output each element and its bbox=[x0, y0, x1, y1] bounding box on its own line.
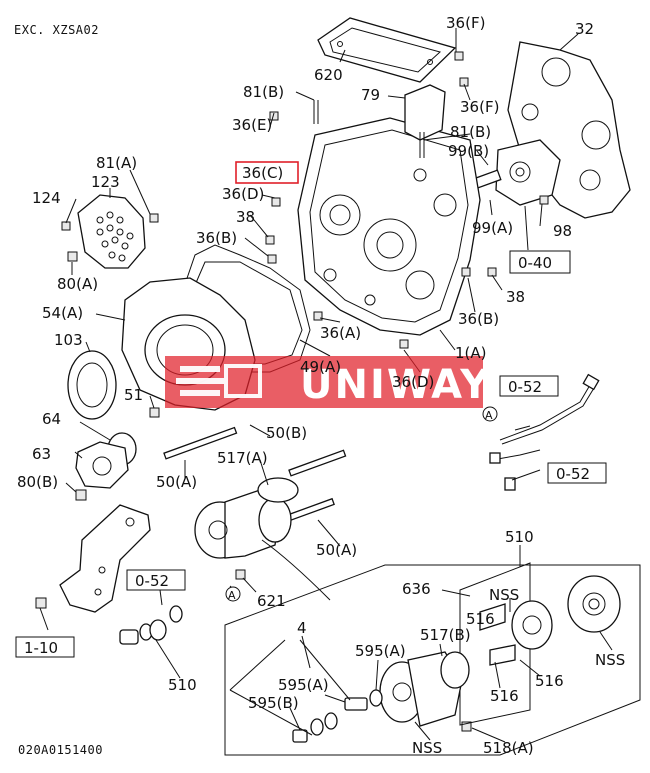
label-63: 63 bbox=[32, 445, 51, 463]
leader-lines bbox=[39, 28, 613, 743]
label-36f-mid: 36(F) bbox=[460, 98, 499, 116]
label-32: 32 bbox=[575, 20, 594, 38]
bolts-drawing bbox=[35, 51, 549, 732]
svg-text:A: A bbox=[485, 409, 493, 422]
label-36e: 36(E) bbox=[232, 116, 272, 134]
label-516-c: 516 bbox=[535, 672, 564, 690]
label-38-right: 38 bbox=[506, 288, 525, 306]
gasket-620-drawing bbox=[317, 17, 457, 83]
label-595a-top: 595(A) bbox=[355, 642, 406, 660]
diagram-header-code: EXC. XZSA02 bbox=[14, 23, 99, 37]
ref-box-1-10 bbox=[15, 636, 75, 658]
label-620: 620 bbox=[314, 66, 343, 84]
label-123: 123 bbox=[91, 173, 120, 191]
circle-marker-a-mid: A bbox=[225, 586, 241, 602]
label-4: 4 bbox=[297, 619, 307, 637]
label-510-top: 510 bbox=[505, 528, 534, 546]
ref-box-0-52-top bbox=[499, 375, 559, 397]
bracket-1-10-drawing bbox=[59, 504, 151, 613]
label-517b: 517(B) bbox=[420, 626, 471, 644]
uniway-watermark: UNIWAY bbox=[165, 356, 491, 408]
flange-63-drawing bbox=[75, 441, 129, 489]
label-nss-top: NSS bbox=[489, 586, 519, 604]
label-36b-left: 36(B) bbox=[196, 229, 237, 247]
ref-box-0-52-mid bbox=[547, 462, 607, 484]
label-516-a: 516 bbox=[466, 610, 495, 628]
label-nss-bottom: NSS bbox=[412, 739, 442, 757]
label-79: 79 bbox=[361, 86, 380, 104]
uniway-logo-icon bbox=[176, 364, 262, 398]
label-80a: 80(A) bbox=[57, 275, 98, 293]
studs-50-drawing bbox=[163, 426, 347, 522]
svg-text:A: A bbox=[228, 589, 236, 602]
label-518a: 518(A) bbox=[483, 739, 534, 757]
label-621: 621 bbox=[257, 592, 286, 610]
cover-plate-123-drawing bbox=[77, 194, 146, 269]
label-36f-top: 36(F) bbox=[446, 14, 485, 32]
fitting-parts-drawing bbox=[119, 605, 183, 645]
label-510-low: 510 bbox=[168, 676, 197, 694]
label-81b-top: 81(B) bbox=[243, 83, 284, 101]
label-36a-mid: 36(A) bbox=[320, 324, 361, 342]
label-517a: 517(A) bbox=[217, 449, 268, 467]
label-81a: 81(A) bbox=[96, 154, 137, 172]
label-595a: 595(A) bbox=[278, 676, 329, 694]
label-49a: 49(A) bbox=[300, 358, 341, 376]
oil-pump-510-drawing bbox=[194, 477, 331, 601]
part-labels: 620 36(F) 32 79 36(F) 81(B) 81(B) 36(E) … bbox=[17, 14, 625, 757]
ref-box-0-52-low bbox=[126, 569, 186, 591]
label-38-left: 38 bbox=[236, 208, 255, 226]
circle-marker-a-right: A bbox=[482, 406, 498, 422]
label-nss-right: NSS bbox=[595, 651, 625, 669]
label-1a: 1(A) bbox=[455, 344, 487, 362]
label-50a-left: 50(A) bbox=[156, 473, 197, 491]
label-51: 51 bbox=[124, 386, 143, 404]
label-0-52-top: 0-52 bbox=[508, 378, 542, 396]
highlight-box-36c bbox=[235, 161, 299, 184]
label-50b: 50(B) bbox=[266, 424, 307, 442]
ref-box-0-40 bbox=[509, 250, 571, 274]
label-0-40: 0-40 bbox=[518, 254, 552, 272]
label-124: 124 bbox=[32, 189, 61, 207]
svg-text:UNIWAY: UNIWAY bbox=[300, 362, 491, 408]
label-36c: 36(C) bbox=[242, 164, 283, 182]
label-99a: 99(A) bbox=[472, 219, 513, 237]
label-0-52-mid: 0-52 bbox=[556, 465, 590, 483]
kit-parts-drawing bbox=[292, 575, 621, 743]
label-36d-top: 36(D) bbox=[222, 185, 264, 203]
label-103: 103 bbox=[54, 331, 83, 349]
diagram-footer-code: 020A0151400 bbox=[18, 743, 103, 757]
label-36b-right: 36(B) bbox=[458, 310, 499, 328]
label-595b: 595(B) bbox=[248, 694, 299, 712]
pipe-0-52-drawing bbox=[489, 373, 600, 491]
label-516-b: 516 bbox=[490, 687, 519, 705]
label-80b: 80(B) bbox=[17, 473, 58, 491]
label-36d-low: 36(D) bbox=[392, 373, 434, 391]
gear-case-1a-drawing bbox=[297, 117, 481, 336]
label-81b-mid: 81(B) bbox=[450, 123, 491, 141]
label-64: 64 bbox=[42, 410, 61, 428]
label-98: 98 bbox=[553, 222, 572, 240]
label-99b: 99(B) bbox=[448, 142, 489, 160]
oil-seal-103-drawing bbox=[67, 350, 117, 420]
label-1-10: 1-10 bbox=[24, 639, 58, 657]
label-50a-right: 50(A) bbox=[316, 541, 357, 559]
label-636: 636 bbox=[402, 580, 431, 598]
label-54a: 54(A) bbox=[42, 304, 83, 322]
label-0-52-low: 0-52 bbox=[135, 572, 169, 590]
bracket-79-drawing bbox=[404, 84, 446, 141]
